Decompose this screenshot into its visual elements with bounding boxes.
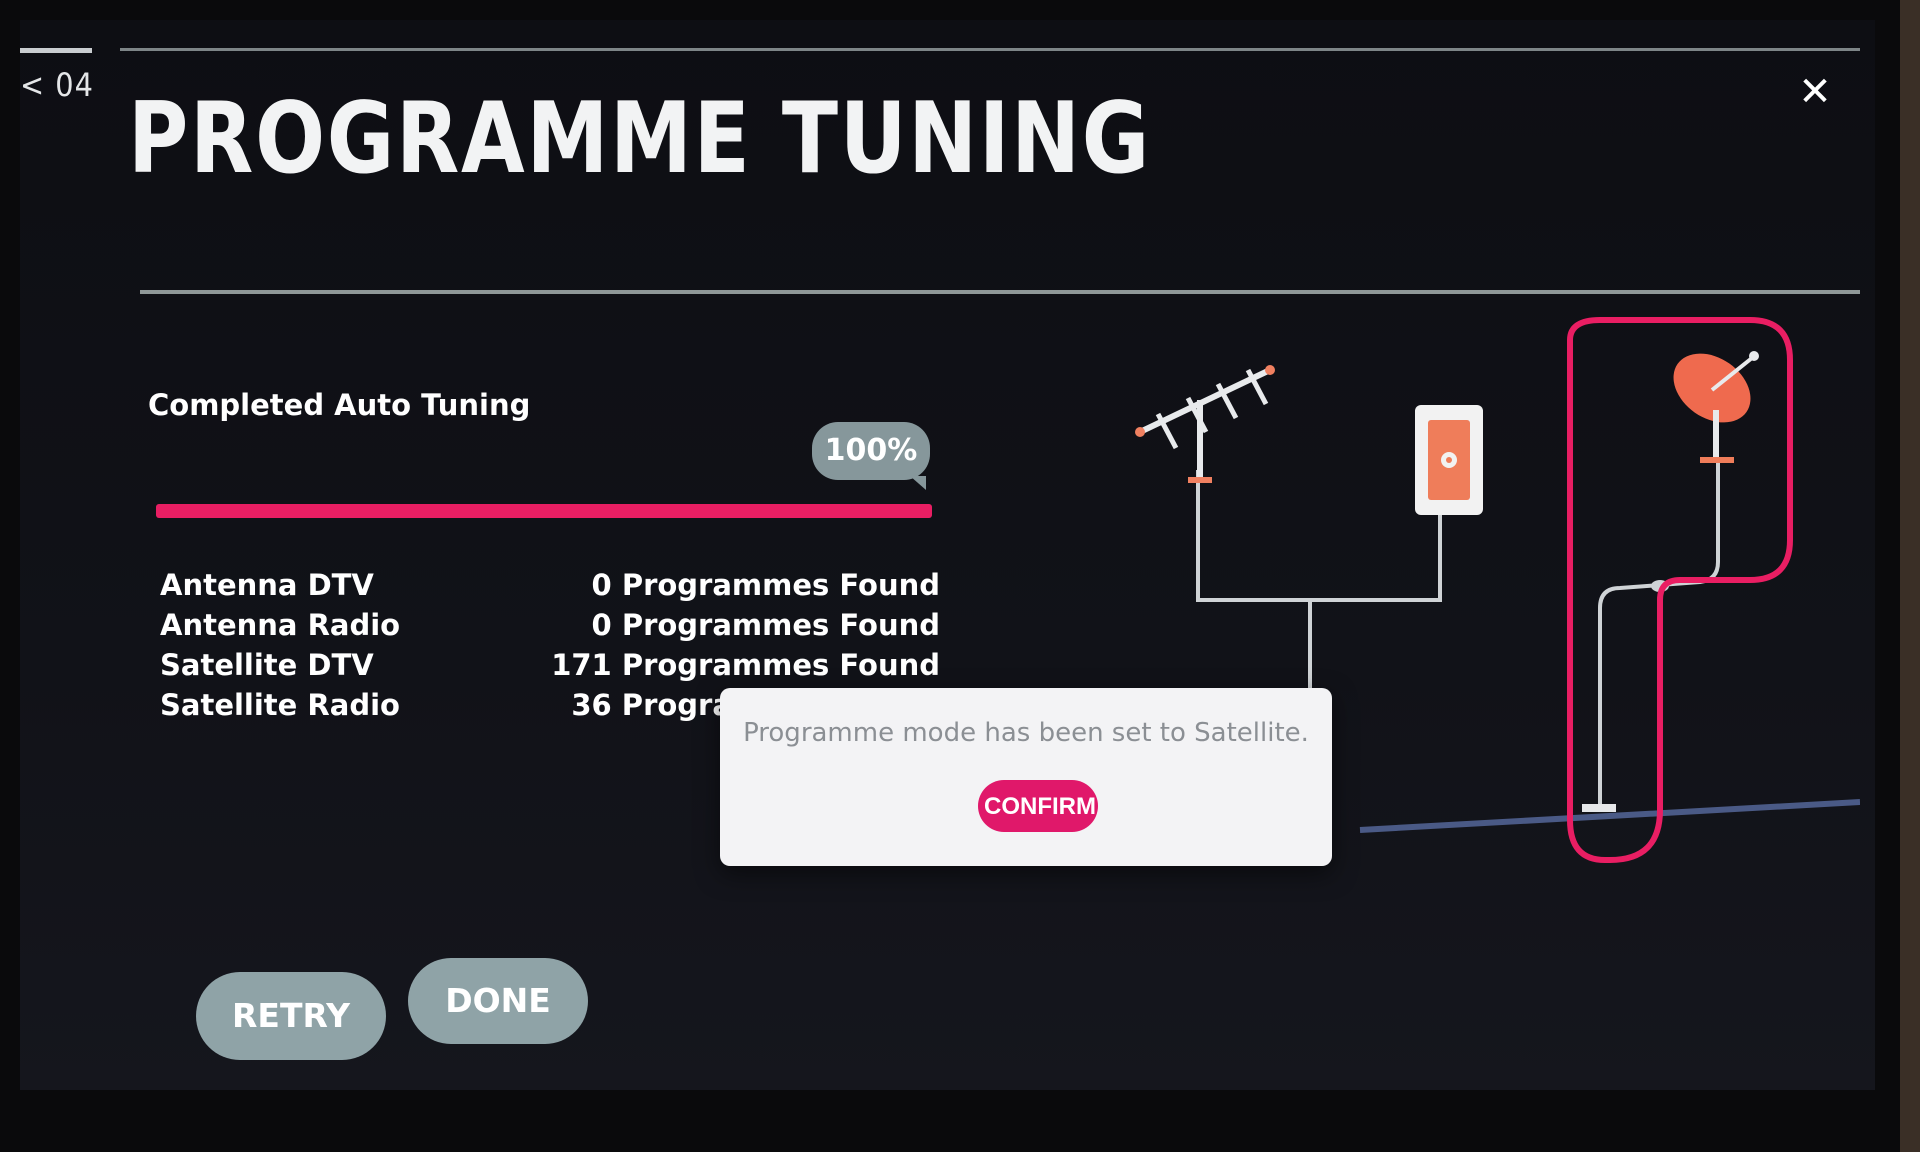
tv-screen: < 04 PROGRAMME TUNING ✕ Completed Auto T… [20, 20, 1875, 1090]
satellite-dish-icon [1673, 351, 1759, 463]
result-label: Antenna DTV [160, 568, 374, 602]
result-value: 171 Programmes Found [551, 648, 940, 682]
result-row: Antenna DTV 0 Programmes Found [160, 568, 940, 608]
progress-percent-badge: 100% [812, 422, 930, 490]
close-button[interactable]: ✕ [1795, 72, 1835, 112]
result-label: Satellite Radio [160, 688, 400, 722]
confirm-button[interactable]: CONFIRM [978, 780, 1098, 832]
result-row: Antenna Radio 0 Programmes Found [160, 608, 940, 648]
connection-illustration [1135, 317, 1860, 863]
ground-line [1359, 799, 1860, 833]
progress-bar [156, 504, 932, 518]
back-indicator-bar [20, 48, 92, 53]
result-label: Satellite DTV [160, 648, 374, 682]
antenna-icon [1135, 365, 1275, 483]
result-value: 0 Programmes Found [591, 568, 940, 602]
result-label: Antenna Radio [160, 608, 401, 642]
close-icon: ✕ [1798, 69, 1832, 115]
section-divider [140, 290, 1860, 294]
status-heading: Completed Auto Tuning [148, 388, 531, 422]
retry-button[interactable]: RETRY [196, 972, 386, 1060]
antenna-cable [1196, 470, 1442, 602]
top-divider [120, 48, 1860, 51]
page-title: PROGRAMME TUNING [128, 82, 1151, 196]
done-button[interactable]: DONE [408, 958, 588, 1044]
back-label: < 04 [20, 66, 94, 104]
back-button[interactable]: < 04 [20, 48, 100, 118]
result-value: 0 Programmes Found [591, 608, 940, 642]
dialog-message: Programme mode has been set to Satellite… [743, 718, 1309, 748]
satellite-socket [1582, 804, 1616, 812]
selected-source-outline [1567, 317, 1793, 863]
confirm-dialog: Programme mode has been set to Satellite… [720, 688, 1332, 866]
result-row: Satellite DTV 171 Programmes Found [160, 648, 940, 688]
progress-bar-fill [156, 504, 932, 518]
wall-socket-icon [1415, 405, 1483, 515]
